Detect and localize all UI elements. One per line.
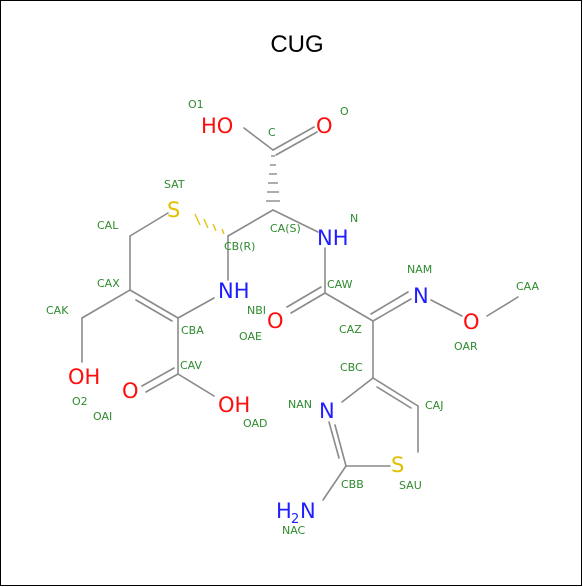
atom-oae: O: [267, 309, 284, 333]
label-caa: CAA: [516, 280, 540, 293]
svg-text:2: 2: [291, 512, 299, 527]
bond-cba-nbi: [177, 297, 215, 319]
atom-nbi: NH: [218, 279, 250, 303]
label-nam: NAM: [407, 263, 432, 276]
atom-o1: HO: [201, 114, 233, 138]
atom-symbols: HO O S NH NH O N O N S H 2 N OH O OH: [68, 114, 480, 527]
bond-cbc-caj: [372, 377, 419, 407]
svg-text:H: H: [276, 499, 292, 523]
bond-oar-caa: [486, 296, 519, 317]
atom-oar: O: [463, 310, 480, 334]
label-c: C: [268, 126, 276, 139]
label-cav: CAV: [180, 359, 203, 372]
bond-cbb-nac: [322, 465, 347, 501]
bond-cbb-nan-double: [328, 421, 340, 459]
label-cba: CBA: [181, 324, 204, 337]
bond-ca-cb: [227, 209, 274, 237]
bond-cbc-caj-double: [376, 386, 412, 409]
label-sat: SAT: [164, 178, 185, 191]
bond-cax-cba-double: [135, 299, 173, 322]
bond-c-o: [272, 126, 315, 151]
diagram-title: CUG: [270, 31, 323, 58]
bond-caz-nam: [372, 298, 412, 322]
bond-caw-caz: [324, 292, 374, 322]
label-cak: CAK: [46, 304, 69, 317]
atom-nac: H 2 N: [276, 499, 316, 527]
label-oae: OAE: [239, 330, 262, 343]
label-caw: CAW: [327, 278, 353, 291]
label-cal: CAL: [97, 219, 119, 232]
atom-oad: OH: [218, 393, 250, 417]
label-nac: NAC: [282, 524, 306, 537]
bond-cax-cba: [129, 289, 179, 319]
label-o1: O1: [188, 98, 204, 111]
label-nan: NAN: [288, 398, 312, 411]
bond-caw-oae: [290, 292, 326, 314]
label-ca-s: CA(S): [270, 222, 301, 235]
atom-sat: S: [167, 198, 180, 222]
bond-cav-oai-double: [141, 367, 175, 387]
label-oai: OAI: [93, 410, 112, 423]
bond-nam-oar: [430, 299, 463, 317]
label-oad: OAD: [243, 417, 267, 430]
atom-name-labels: O1 O C SAT CAL CA(S) N CB(R) CAX CAK NBI…: [46, 98, 540, 537]
hashed-bond-cb-s: [194, 213, 225, 235]
label-nbi: NBI: [247, 304, 266, 317]
bond-caw-oae-double: [286, 286, 322, 308]
atom-o: O: [316, 114, 333, 138]
label-cbb: CBB: [341, 478, 364, 491]
label-o2: O2: [72, 395, 88, 408]
atom-o2: OH: [68, 365, 100, 389]
label-cax: CAX: [97, 277, 120, 290]
hashed-bond-c-ca: [266, 155, 280, 202]
bond-caz-nam-double: [370, 291, 409, 315]
bond-o1-c: [243, 127, 274, 151]
atom-nam: N: [413, 284, 429, 308]
atom-n: NH: [317, 226, 349, 250]
bond-s-cal: [129, 212, 169, 237]
label-caj: CAJ: [425, 399, 443, 412]
bond-cav-oai: [145, 373, 179, 393]
label-o: O: [340, 105, 349, 118]
atom-nan: N: [319, 399, 335, 423]
label-n: N: [350, 212, 358, 225]
bond-ca-n: [272, 209, 319, 233]
label-oar: OAR: [454, 340, 478, 353]
label-cb-r: CB(R): [224, 240, 255, 253]
label-caz: CAZ: [339, 323, 362, 336]
label-cbc: CBC: [340, 361, 363, 374]
svg-text:N: N: [300, 499, 316, 523]
atom-oai: O: [122, 379, 139, 403]
bond-c-o-double: [275, 131, 318, 156]
bond-cbb-nan: [334, 424, 347, 467]
label-sau: SAU: [399, 479, 422, 492]
atom-sau: S: [391, 453, 404, 477]
bond-nan-cbc: [341, 377, 374, 403]
bonds: [81, 126, 519, 501]
bond-cav-oad: [177, 373, 215, 397]
bond-cax-cak: [81, 289, 131, 319]
